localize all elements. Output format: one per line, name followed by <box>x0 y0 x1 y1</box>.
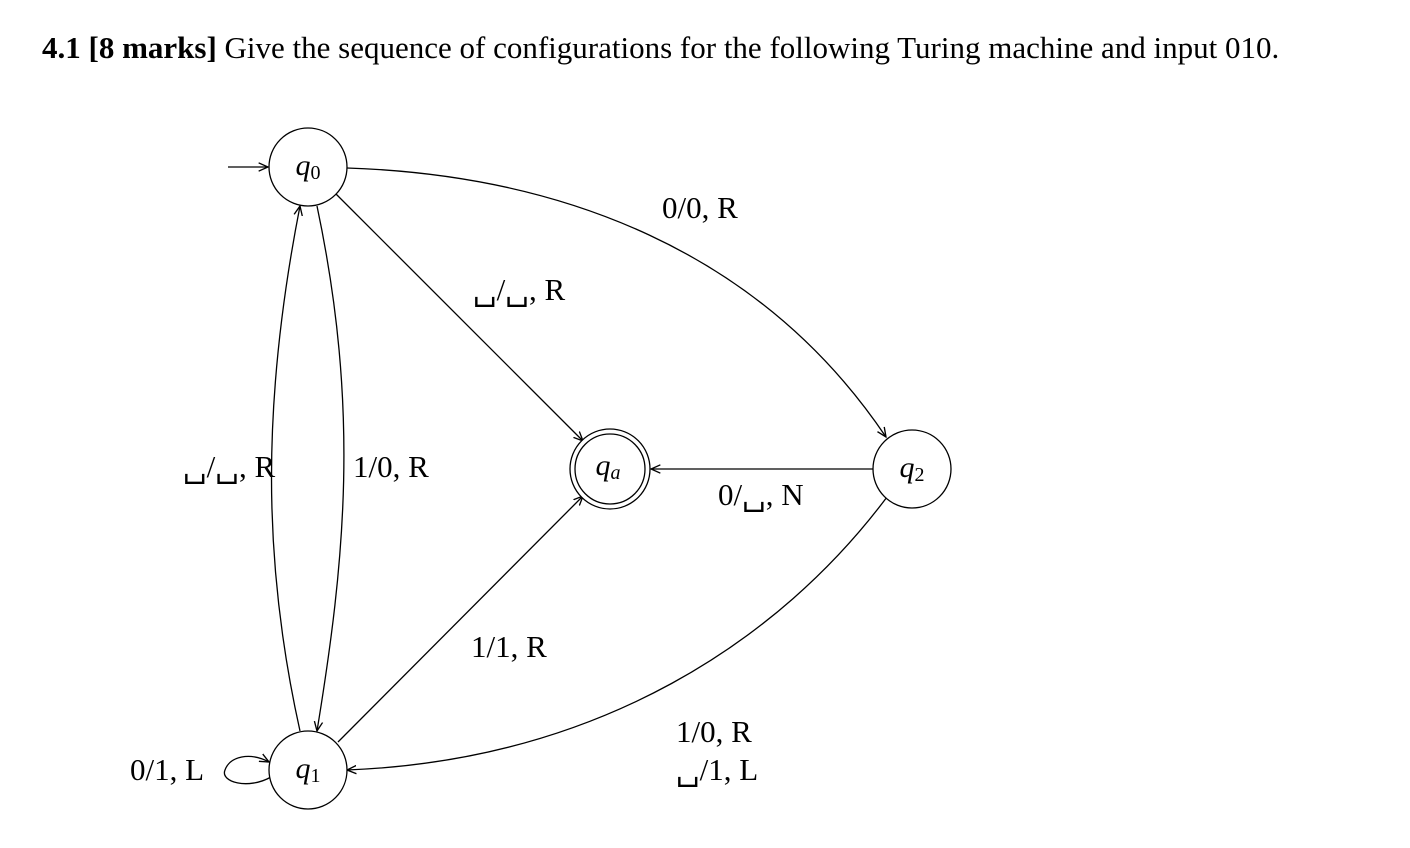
label-q1-q0: ␣/␣, R <box>183 449 275 485</box>
label-q2-q1-line1: 1/0, R <box>676 714 752 749</box>
edge-q2-q1 <box>347 496 888 770</box>
label-q2-q1-line2: ␣/1, L <box>676 752 758 788</box>
state-q1: q1 <box>268 730 348 810</box>
edge-q0-q1 <box>317 205 345 731</box>
svg-text:q2: q2 <box>900 451 925 486</box>
label-q2-qa: 0/␣, N <box>718 477 804 513</box>
state-q0-sub: 0 <box>311 162 321 184</box>
question-marks: [8 marks] <box>88 30 217 65</box>
edge-q1-self-loop <box>223 756 272 785</box>
state-qa-accepting: qa <box>569 428 651 510</box>
edge-q0-q2 <box>346 167 886 437</box>
state-q0-letter: q <box>296 149 311 182</box>
label-q0-qa: ␣/␣, R <box>473 272 565 308</box>
label-q1-self: 0/1, L <box>130 752 204 787</box>
state-qa-sub: a <box>611 462 621 484</box>
edge-q1-qa <box>337 496 583 743</box>
label-q0-q1: 1/0, R <box>353 449 429 484</box>
label-q0-q2: 0/0, R <box>662 190 738 225</box>
edge-q0-qa <box>335 193 583 441</box>
state-q1-letter: q <box>296 752 311 785</box>
svg-text:q1: q1 <box>296 752 321 787</box>
state-qa-letter: q <box>596 449 611 482</box>
question-body: Give the sequence of configurations for … <box>224 30 1280 65</box>
state-q1-sub: 1 <box>311 765 321 787</box>
state-q2-sub: 2 <box>915 464 925 486</box>
state-q2-letter: q <box>900 451 915 484</box>
svg-text:qa: qa <box>596 449 621 484</box>
svg-text:q0: q0 <box>296 149 321 184</box>
question-text: 4.1 [8 marks] Give the sequence of confi… <box>42 28 1362 68</box>
edge-q1-q0 <box>270 206 301 732</box>
label-q1-qa: 1/1, R <box>471 629 547 664</box>
state-q0: q0 <box>268 127 348 207</box>
state-q2: q2 <box>872 429 952 509</box>
question-number: 4.1 <box>42 30 81 65</box>
